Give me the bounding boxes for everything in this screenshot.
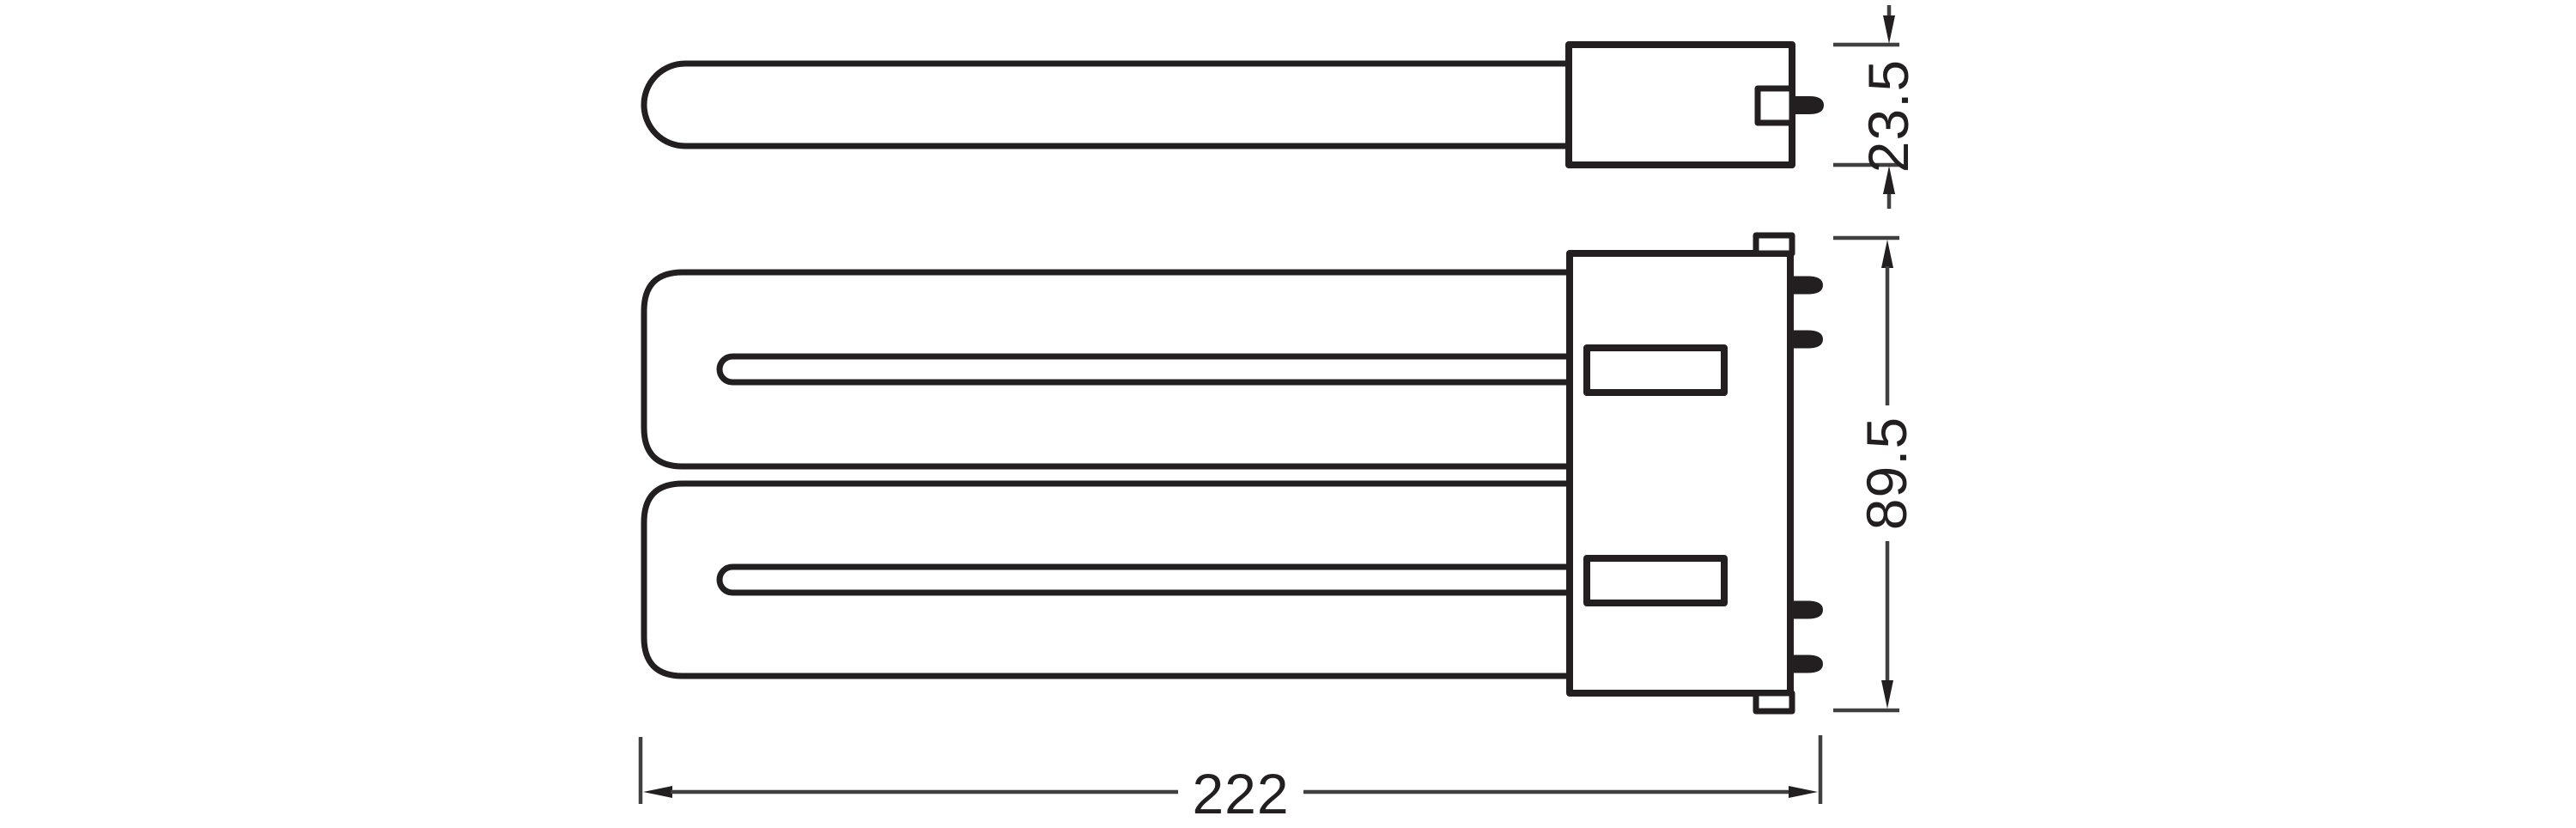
base-tab-top xyxy=(1753,232,1795,257)
front-view-tube-2 xyxy=(641,480,1572,679)
front-view-tube-2-slot xyxy=(716,563,1576,596)
arrowhead-down-icon xyxy=(1883,15,1895,44)
contact-pin-1-icon xyxy=(1790,276,1823,295)
arrowhead-up-icon xyxy=(1881,240,1893,268)
dimension-overall-length: 222 xyxy=(638,735,1823,825)
arrowhead-right-icon xyxy=(1789,786,1818,798)
base-window-1 xyxy=(1583,344,1728,396)
side-view xyxy=(641,41,1824,168)
dimension-label-cap-depth: 23.5 xyxy=(1856,59,1920,173)
front-view xyxy=(641,232,1823,715)
contact-pin-3-icon xyxy=(1790,600,1823,619)
front-view-tube-1-slot xyxy=(716,353,1576,386)
side-view-tube xyxy=(641,60,1572,149)
front-view-base xyxy=(1566,250,1794,697)
side-view-base-notch xyxy=(1754,85,1795,126)
dimension-label-height: 89.5 xyxy=(1855,417,1918,530)
side-view-pin-icon xyxy=(1792,96,1824,114)
dimension-cap-depth: 23.5 xyxy=(1833,5,1920,209)
arrowhead-up-icon xyxy=(1883,166,1895,194)
contact-pin-4-icon xyxy=(1790,654,1823,673)
contact-pin-2-icon xyxy=(1790,330,1823,349)
base-window-2 xyxy=(1583,555,1728,606)
front-view-tube-1 xyxy=(641,269,1572,470)
dimension-label-overall-length: 222 xyxy=(1192,762,1289,825)
arrowhead-left-icon xyxy=(643,786,672,798)
arrowhead-down-icon xyxy=(1881,680,1893,709)
base-tab-bottom xyxy=(1753,690,1795,715)
dimension-height: 89.5 xyxy=(1833,235,1918,713)
